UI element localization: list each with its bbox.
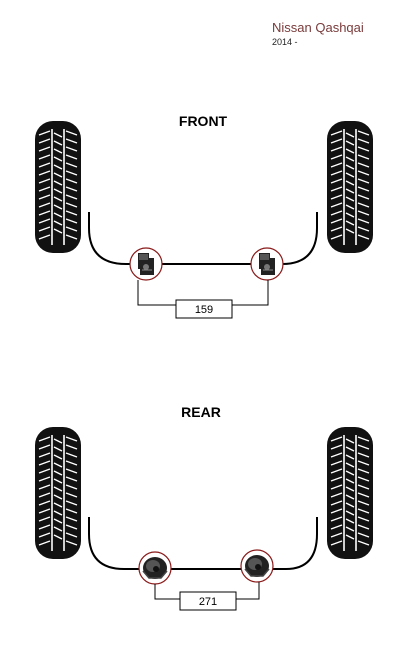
front-connector-lines — [137, 280, 269, 306]
rear-left-bush-icon — [138, 551, 172, 585]
rear-connector-lines — [154, 582, 260, 600]
rear-right-tyre-icon — [326, 426, 374, 560]
front-right-bush-icon — [250, 247, 284, 281]
vehicle-title: Nissan Qashqai — [272, 20, 364, 35]
front-part-box — [175, 299, 233, 319]
front-anti-roll-bar — [88, 212, 318, 265]
rear-right-bush-icon — [240, 549, 274, 583]
front-left-bush-icon — [129, 247, 163, 281]
rear-anti-roll-bar — [88, 517, 318, 570]
front-right-tyre-icon — [326, 120, 374, 254]
front-part-number: 159 — [195, 304, 213, 316]
rear-left-tyre-icon — [34, 426, 82, 560]
vehicle-years: 2014 - — [272, 37, 298, 47]
front-label: FRONT — [179, 113, 228, 129]
rear-label: REAR — [181, 404, 221, 420]
front-left-tyre-icon — [34, 120, 82, 254]
rear-part-box — [179, 591, 237, 611]
rear-part-number: 271 — [199, 596, 217, 608]
